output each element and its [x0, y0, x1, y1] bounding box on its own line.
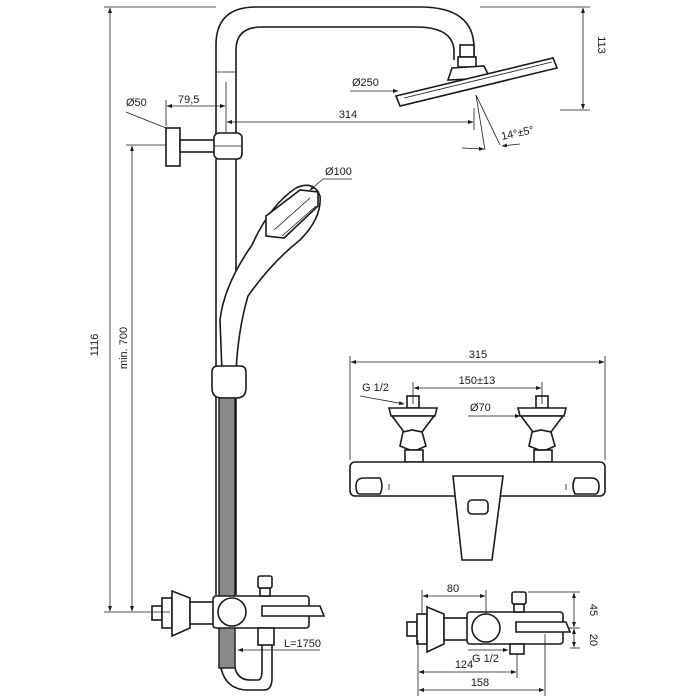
label-head-tilt: 14°±5° — [500, 124, 535, 143]
wall-bracket — [165, 127, 243, 167]
label-cover-diameter: Ø70 — [470, 402, 491, 414]
shower-hose — [218, 397, 273, 691]
label-min-height: min. 700 — [118, 327, 130, 369]
dim-head-drop: 113 — [480, 6, 607, 111]
dim-hose-length: L=1750 — [237, 638, 321, 652]
label-side-20: 20 — [587, 634, 599, 646]
riser-rail — [215, 159, 237, 595]
label-head-drop: 113 — [595, 36, 607, 54]
label-side-158: 158 — [471, 677, 489, 689]
shower-column — [215, 6, 477, 135]
column-bath-mixer — [151, 575, 326, 646]
label-side-80: 80 — [447, 583, 459, 595]
dim-arm-reach: 314 — [226, 108, 475, 130]
label-arm-reach: 314 — [339, 109, 357, 121]
bath-mixer-front-view: 315 150±13 G 1/2 Ø70 — [349, 349, 606, 561]
label-head-diameter: Ø250 — [352, 77, 379, 89]
label-bracket-offset: 79,5 — [178, 94, 199, 106]
label-hose-length: L=1750 — [284, 638, 321, 650]
label-hand-shower-diameter: Ø100 — [325, 166, 352, 178]
dim-overall-height: 1116 — [89, 6, 216, 613]
dim-head-diameter: Ø250 — [350, 77, 399, 93]
label-inlet-thread: G 1/2 — [362, 382, 389, 394]
label-centres: 150±13 — [459, 375, 496, 387]
label-front-width: 315 — [469, 349, 487, 361]
label-bracket-diameter: Ø50 — [126, 97, 147, 109]
label-side-124: 124 — [455, 659, 473, 671]
bath-mixer-side-view: 80 45 20 G 1/2 124 158 — [406, 583, 599, 696]
hand-shower — [211, 184, 321, 399]
dim-hand-shower: Ø100 — [309, 166, 352, 191]
label-side-45: 45 — [587, 604, 599, 616]
dim-bracket: Ø50 79,5 — [125, 82, 227, 132]
dim-min-height: min. 700 — [118, 144, 166, 612]
label-overall-height: 1116 — [89, 334, 101, 357]
head-shower — [394, 57, 559, 107]
dim-head-tilt: 14°±5° — [461, 94, 535, 151]
label-outlet-thread: G 1/2 — [472, 653, 499, 665]
